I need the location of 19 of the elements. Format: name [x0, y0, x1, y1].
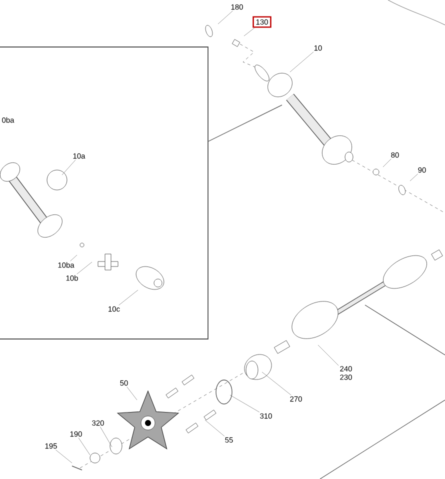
leader-line [118, 290, 138, 306]
leader-line [70, 254, 78, 262]
leader-line [62, 160, 76, 176]
inset-frame [0, 46, 208, 340]
leader-line [262, 372, 292, 396]
leader-line [78, 438, 90, 456]
leader-line [218, 10, 233, 24]
leader-line [204, 420, 225, 436]
leader-line [208, 104, 282, 142]
leader-line [56, 450, 72, 464]
leader-line [382, 158, 392, 168]
leader-line [100, 426, 112, 448]
leader-line [410, 174, 418, 182]
leader-line [244, 28, 255, 36]
leader-line [318, 344, 339, 366]
leader-line [76, 262, 92, 274]
leader-line [290, 52, 314, 72]
leader-line [230, 394, 260, 412]
leader-line [126, 386, 138, 400]
